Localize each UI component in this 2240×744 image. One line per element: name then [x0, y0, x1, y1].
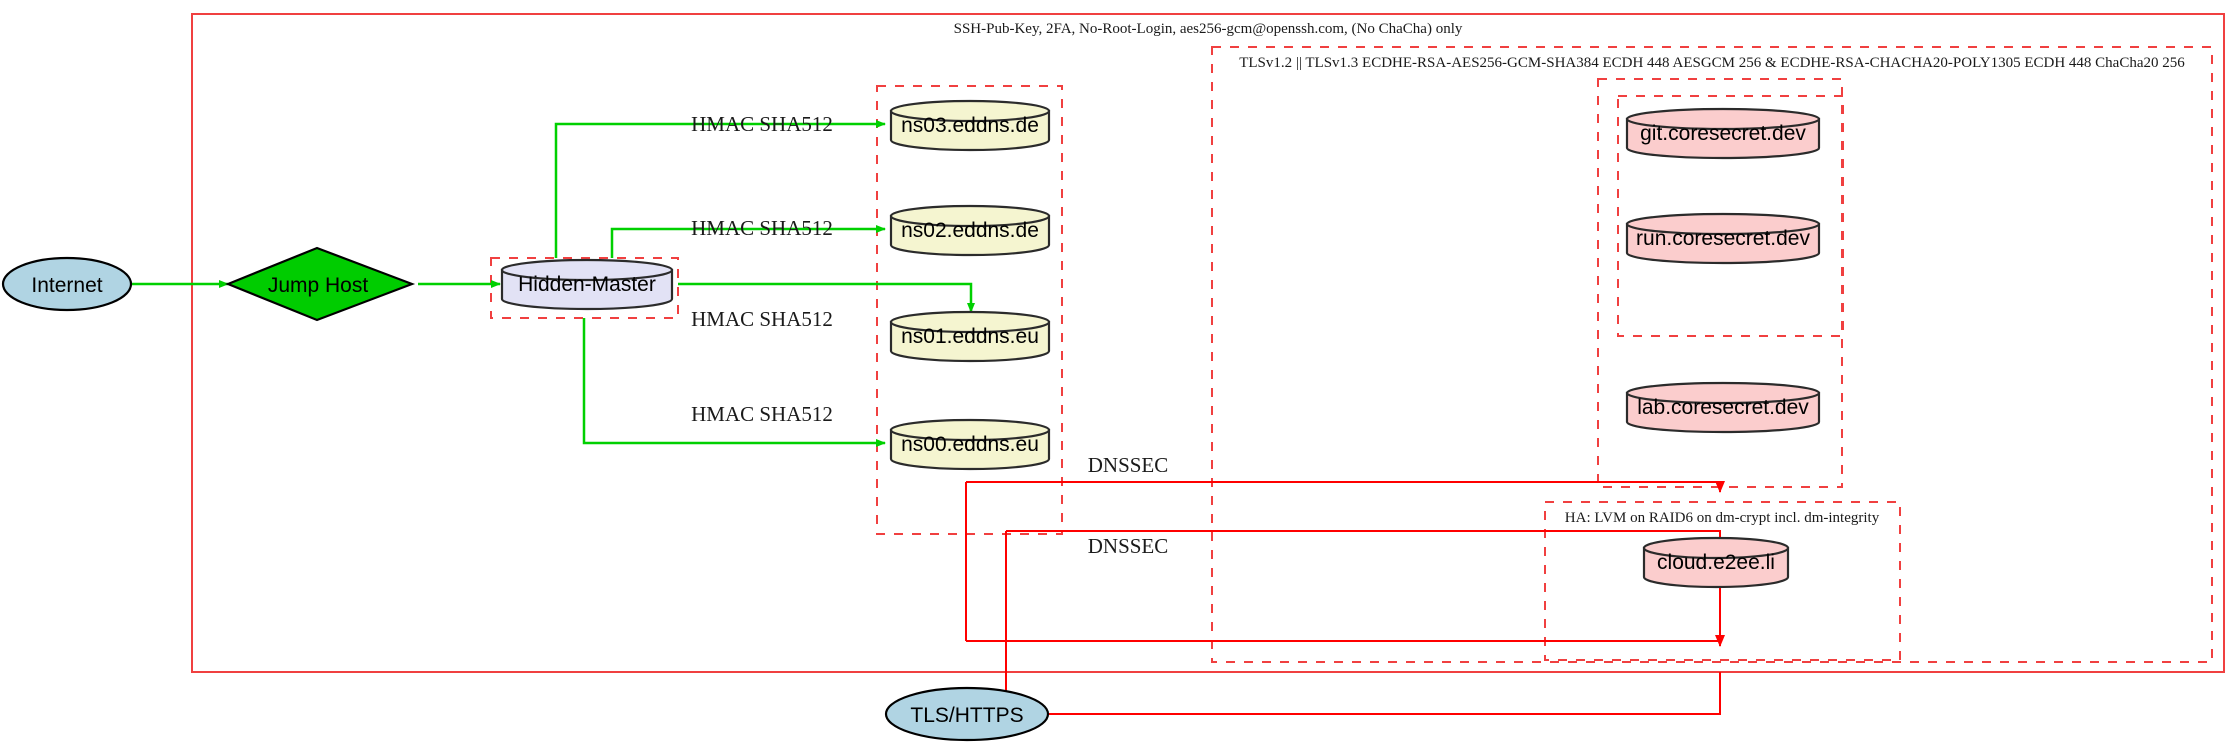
node-ns00[interactable]: ns00.eddns.eu [889, 418, 1051, 471]
node-cloud-e2ee-label: cloud.e2ee.li [1657, 551, 1775, 574]
node-cloud-e2ee[interactable]: cloud.e2ee.li [1642, 536, 1790, 589]
node-hidden-master-label: Hidden-Master [518, 273, 656, 296]
cluster-label-ha: HA: LVM on RAID6 on dm-crypt incl. dm-in… [1565, 510, 1880, 526]
edge-hiddenmaster-to-ns03 [554, 120, 886, 258]
node-ns01[interactable]: ns01.eddns.eu [889, 310, 1051, 363]
edge-label-dnssec-upper: DNSSEC [1088, 453, 1169, 477]
node-internet[interactable]: Internet [1, 256, 133, 312]
edge-hiddenmaster-to-ns00 [582, 318, 886, 447]
node-ns02-label: ns02.eddns.de [901, 219, 1039, 242]
node-ns03[interactable]: ns03.eddns.de [889, 99, 1051, 152]
edge-dnssec-upper [966, 481, 1725, 493]
cluster-ha [1544, 501, 1901, 661]
node-tls-https[interactable]: TLS/HTTPS [884, 686, 1050, 742]
node-ns02[interactable]: ns02.eddns.de [889, 204, 1051, 257]
cluster-label-tls: TLSv1.2 || TLSv1.3 ECDHE-RSA-AES256-GCM-… [1239, 55, 2185, 71]
cluster-dns-servers [876, 85, 1063, 535]
cluster-tls [1211, 46, 2213, 663]
edge-label-hmac-ns02: HMAC SHA512 [691, 216, 833, 240]
node-internet-label: Internet [31, 274, 102, 297]
edge-dnssec-lower [1006, 530, 1725, 647]
node-lab-coresecret-label: lab.coresecret.dev [1637, 396, 1809, 419]
node-tls-https-label: TLS/HTTPS [910, 704, 1023, 727]
edge-label-hmac-ns00: HMAC SHA512 [691, 402, 833, 426]
cluster-ssh-outer [191, 13, 2225, 673]
node-ns01-label: ns01.eddns.eu [901, 325, 1039, 348]
node-jump-host[interactable]: Jump Host [225, 246, 416, 322]
node-hidden-master[interactable]: Hidden-Master [500, 258, 674, 311]
node-git-coresecret-label: git.coresecret.dev [1640, 122, 1806, 145]
node-run-coresecret-label: run.coresecret.dev [1636, 227, 1810, 250]
edge-label-dnssec-lower: DNSSEC [1088, 534, 1169, 558]
node-ns03-label: ns03.eddns.de [901, 114, 1039, 137]
edge-label-hmac-ns01: HMAC SHA512 [691, 307, 833, 331]
node-run-coresecret[interactable]: run.coresecret.dev [1625, 212, 1821, 265]
node-ns00-label: ns00.eddns.eu [901, 433, 1039, 456]
edge-hiddenmaster-to-ns02 [610, 225, 886, 258]
cluster-dns-hidden-master [490, 257, 679, 319]
node-lab-coresecret[interactable]: lab.coresecret.dev [1625, 381, 1821, 434]
node-git-coresecret[interactable]: git.coresecret.dev [1625, 107, 1821, 160]
cluster-label-ssh: SSH-Pub-Key, 2FA, No-Root-Login, aes256-… [954, 21, 1463, 37]
cluster-coresecret-inner [1617, 95, 1844, 337]
edge-tlshttps-to-cloud [1048, 672, 1721, 715]
edge-label-hmac-ns03: HMAC SHA512 [691, 112, 833, 136]
edge-hiddenmaster-to-ns01 [678, 282, 975, 313]
node-jump-host-label: Jump Host [268, 274, 369, 297]
